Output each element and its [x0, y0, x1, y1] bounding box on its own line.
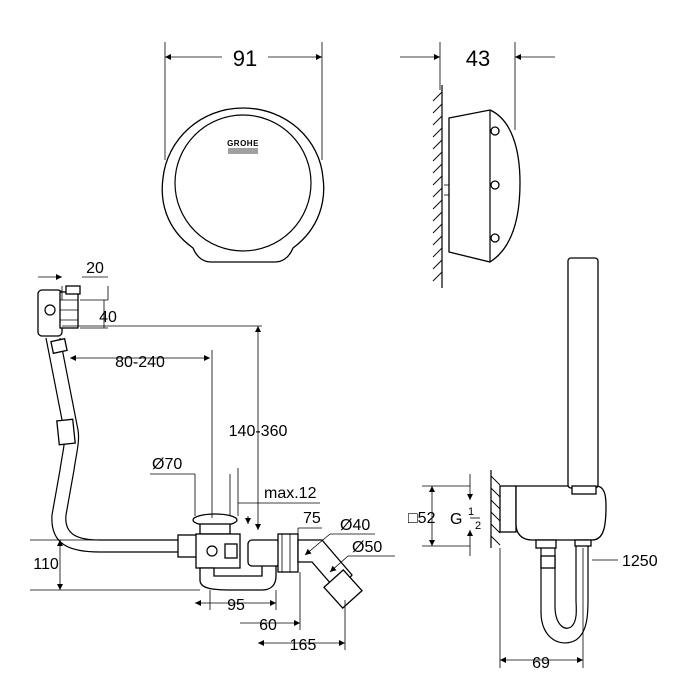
grohe-logo: GROHE [227, 139, 259, 154]
dim-140-360: 140-360 [229, 326, 288, 530]
overflow-head [37, 289, 63, 337]
hand-shower-head [567, 257, 599, 489]
svg-text:max.12: max.12 [264, 485, 317, 502]
svg-text:165: 165 [290, 637, 317, 654]
side-screw-top [490, 126, 500, 136]
svg-text:69: 69 [532, 655, 550, 672]
side-screw-bottom [490, 233, 500, 243]
svg-text:40: 40 [99, 309, 117, 326]
svg-text:2: 2 [475, 520, 481, 532]
overflow-cover-face [174, 114, 312, 252]
wall-outlet-elbow [499, 485, 517, 533]
shower-hose [540, 546, 589, 644]
svg-text:1: 1 [468, 506, 474, 518]
dim-80-240: 80-240 [70, 354, 210, 371]
svg-text:80-240: 80-240 [115, 354, 165, 371]
wall-hatching [432, 85, 443, 288]
svg-text:20: 20 [86, 260, 104, 277]
svg-text:GROHE: GROHE [227, 139, 259, 148]
depth-dimension: 43 [400, 46, 555, 71]
front-view: 91 GROHE [161, 42, 325, 263]
dim-60: 60 [240, 572, 301, 634]
dim-diam40: Ø40 [304, 517, 375, 556]
svg-text:G: G [450, 511, 462, 528]
dim-diam70: Ø70 [150, 456, 231, 516]
drain-body [195, 533, 241, 569]
cover-side-profile [448, 109, 521, 263]
svg-text:110: 110 [33, 556, 59, 573]
svg-text:1250: 1250 [622, 553, 658, 570]
side-screw-middle [490, 180, 500, 190]
width-dimension: 91 [165, 46, 322, 71]
side-view: 43 [400, 42, 555, 288]
dim-110: 110 [30, 539, 200, 591]
svg-text:60: 60 [259, 617, 277, 634]
waste-overflow-set: 20 40 80-240 140-360 Ø70 max.12 [30, 260, 395, 654]
dim-max12: max.12 [237, 468, 320, 524]
hand-shower-wall [490, 470, 501, 548]
width-label: 91 [233, 46, 257, 71]
hand-shower-set: □52 G 1 2 1250 69 [408, 257, 658, 672]
dim-diam50: Ø50 [329, 539, 395, 573]
dim-20: 20 [38, 260, 108, 280]
svg-text:95: 95 [227, 597, 245, 614]
dim-40: 40 [80, 299, 117, 329]
dim-square52: □52 [408, 485, 470, 547]
svg-text:75: 75 [303, 510, 321, 527]
svg-text:140-360: 140-360 [229, 423, 288, 440]
dim-69: 69 [499, 548, 584, 672]
svg-text:□52: □52 [408, 510, 436, 527]
dim-165: 165 [258, 600, 346, 654]
svg-text:Ø40: Ø40 [340, 517, 370, 534]
depth-label: 43 [466, 46, 490, 71]
dim-1250: 1250 [592, 553, 658, 570]
dim-95: 95 [195, 590, 277, 614]
overflow-cover-outline [161, 107, 325, 263]
svg-text:Ø70: Ø70 [152, 456, 182, 473]
dim-75: 75 [297, 510, 322, 540]
dim-thread: G 1 2 [450, 474, 481, 556]
svg-text:Ø50: Ø50 [352, 539, 382, 556]
